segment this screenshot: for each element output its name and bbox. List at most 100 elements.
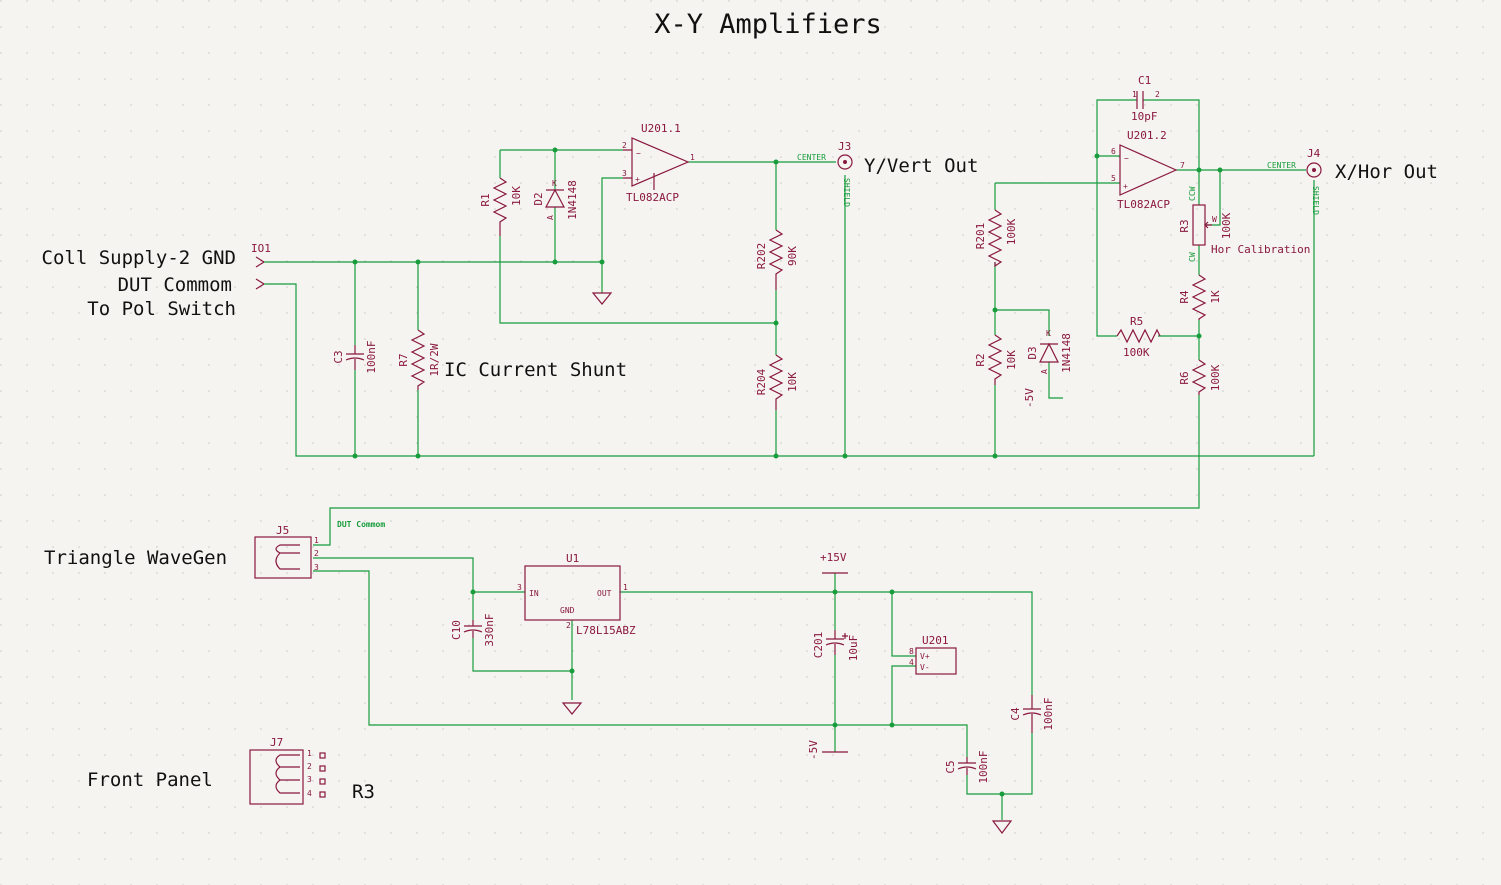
j3-ref: J3 <box>838 140 851 153</box>
u201-2-pin-plus: 5 <box>1111 174 1116 183</box>
c4-ref: C4 <box>1009 707 1022 721</box>
c10-value: 330nF <box>483 613 496 646</box>
u201-2-value: TL082ACP <box>1117 198 1170 211</box>
u1-n-gnd: 2 <box>566 621 571 630</box>
d2-pin-a: A <box>546 215 555 220</box>
u201-2-minus: − <box>1124 154 1129 163</box>
j5-pin-2: 2 <box>314 549 319 558</box>
j7-pin-4: 4 <box>307 789 312 798</box>
u1-n-in: 3 <box>517 583 522 592</box>
r3-ref: R3 <box>1178 219 1191 232</box>
ground-symbol-regulator <box>561 702 583 715</box>
u201-pin-vp: V+ <box>920 652 930 661</box>
resistor-r201: R201 100K <box>974 209 1018 268</box>
r7-value: 1R/2W <box>428 343 441 376</box>
r204-ref: R204 <box>755 368 768 395</box>
r201-ref: R201 <box>974 223 987 250</box>
r202-ref: R202 <box>755 243 768 270</box>
label-front-panel-r3: R3 <box>352 781 375 803</box>
x-amp-junctions <box>992 153 1223 459</box>
io1-ref: IO1 <box>251 242 271 255</box>
power-plus15: +15V <box>820 551 848 574</box>
resistor-r204: R204 10K <box>755 354 799 410</box>
resistor-r2: R2 10K <box>974 334 1018 385</box>
label-front-panel: Front Panel <box>87 769 213 791</box>
c1-ref: C1 <box>1138 74 1151 87</box>
c10-ref: C10 <box>450 620 463 640</box>
resistor-r4: R4 1K <box>1178 274 1222 320</box>
r1-value: 10K <box>510 186 523 206</box>
capacitor-c1: C1 10pF 1 2 <box>1131 74 1160 123</box>
connector-j5: J5 1 2 3 <box>254 524 319 579</box>
r1-ref: R1 <box>479 193 492 206</box>
j5-pin-1: 1 <box>314 536 319 545</box>
ground-symbol-power <box>991 820 1013 834</box>
u201-1-plus: + <box>635 175 640 184</box>
diode-d2: D2 1N4148 K A <box>532 179 579 220</box>
c1-pin1: 1 <box>1132 90 1137 99</box>
capacitor-c3: C3 100nF <box>332 340 378 373</box>
connector-j7: J7 1 2 3 4 <box>249 736 326 805</box>
u201-1-minus: − <box>636 149 641 158</box>
regulator-u1: U1 L78L15ABZ IN OUT GND 3 1 2 <box>517 552 636 637</box>
x-amplifier-section: C1 10pF 1 2 − + 6 5 7 U201.2 TL082ACP J4… <box>313 74 1438 546</box>
capacitor-c4: C4 100nF <box>1009 695 1055 733</box>
opamp-u201-power: U201 V+ V- 8 4 <box>909 634 957 675</box>
u201-2-pin-out: 7 <box>1180 161 1185 170</box>
r3-ccw: CCW <box>1188 186 1197 201</box>
connector-j3: J3 CENTER SHIELD <box>797 140 853 207</box>
y-amp-wires <box>264 149 1314 457</box>
r6-value: 100K <box>1209 364 1222 391</box>
u201-2-pin-minus: 6 <box>1111 147 1116 156</box>
y-amp-junctions <box>352 147 848 459</box>
minus5-label: -5V <box>807 740 820 760</box>
u1-n-out: 1 <box>623 583 628 592</box>
schematic-title: X-Y Amplifiers <box>654 9 882 40</box>
c3-ref: C3 <box>332 350 345 363</box>
c5-value: 100nF <box>977 750 990 783</box>
u1-pin-out: OUT <box>597 589 612 598</box>
d3-supply: -5V <box>1023 388 1036 408</box>
u201-2-ref: U201.2 <box>1127 129 1167 142</box>
u1-value: L78L15ABZ <box>576 624 636 637</box>
d2-value: 1N4148 <box>566 180 579 220</box>
diode-d3: D3 1N4148 K A -5V <box>1023 329 1073 408</box>
d3-pin-k: K <box>1046 329 1051 338</box>
connector-j4: J4 CENTER SHIELD <box>1267 147 1322 215</box>
power-wires <box>313 557 1033 820</box>
label-to-pol-switch: To Pol Switch <box>87 298 236 320</box>
potentiometer-r3: R3 100K CCW CW W <box>1178 186 1233 262</box>
power-section: DUT Commom Triangle WaveGen J5 1 2 3 <box>44 520 1055 834</box>
opamp-u201-1: − + 2 3 1 U201.1 TL082ACP <box>622 122 695 204</box>
u201-1-pin-plus: 3 <box>622 169 627 178</box>
u1-pin-in: IN <box>529 589 539 598</box>
capacitor-c5: C5 100nF <box>944 750 990 783</box>
label-x-out: X/Hor Out <box>1335 161 1438 183</box>
r204-value: 10K <box>786 372 799 392</box>
r202-value: 90K <box>786 246 799 266</box>
power-junctions <box>470 589 1005 797</box>
label-ic-current-shunt: IC Current Shunt <box>444 359 627 381</box>
c201-ref: C201 <box>812 632 825 659</box>
resistor-r202: R202 90K <box>755 229 799 290</box>
y-amplifier-section: IO1 Coll Supply-2 GND DUT Commom To Pol … <box>42 122 1314 459</box>
j7-pin-2: 2 <box>307 762 312 771</box>
c3-value: 100nF <box>365 340 378 373</box>
c201-value: 10uF <box>847 635 860 662</box>
r6-ref: R6 <box>1178 371 1191 384</box>
resistor-r7: R7 1R/2W <box>397 329 441 390</box>
u201-1-pin-minus: 2 <box>622 141 627 150</box>
d2-pin-k: K <box>552 179 557 188</box>
r201-value: 100K <box>1005 218 1018 245</box>
c1-pin2: 2 <box>1155 90 1160 99</box>
j5-ref: J5 <box>276 524 289 537</box>
label-y-out: Y/Vert Out <box>864 155 978 177</box>
r7-ref: R7 <box>397 353 410 366</box>
resistor-r6: R6 100K <box>1178 359 1222 395</box>
d2-ref: D2 <box>532 192 545 205</box>
label-dut-common-in: DUT Commom <box>118 274 232 296</box>
resistor-r5: R5 100K <box>1116 315 1161 359</box>
u1-pin-gnd: GND <box>560 606 575 615</box>
